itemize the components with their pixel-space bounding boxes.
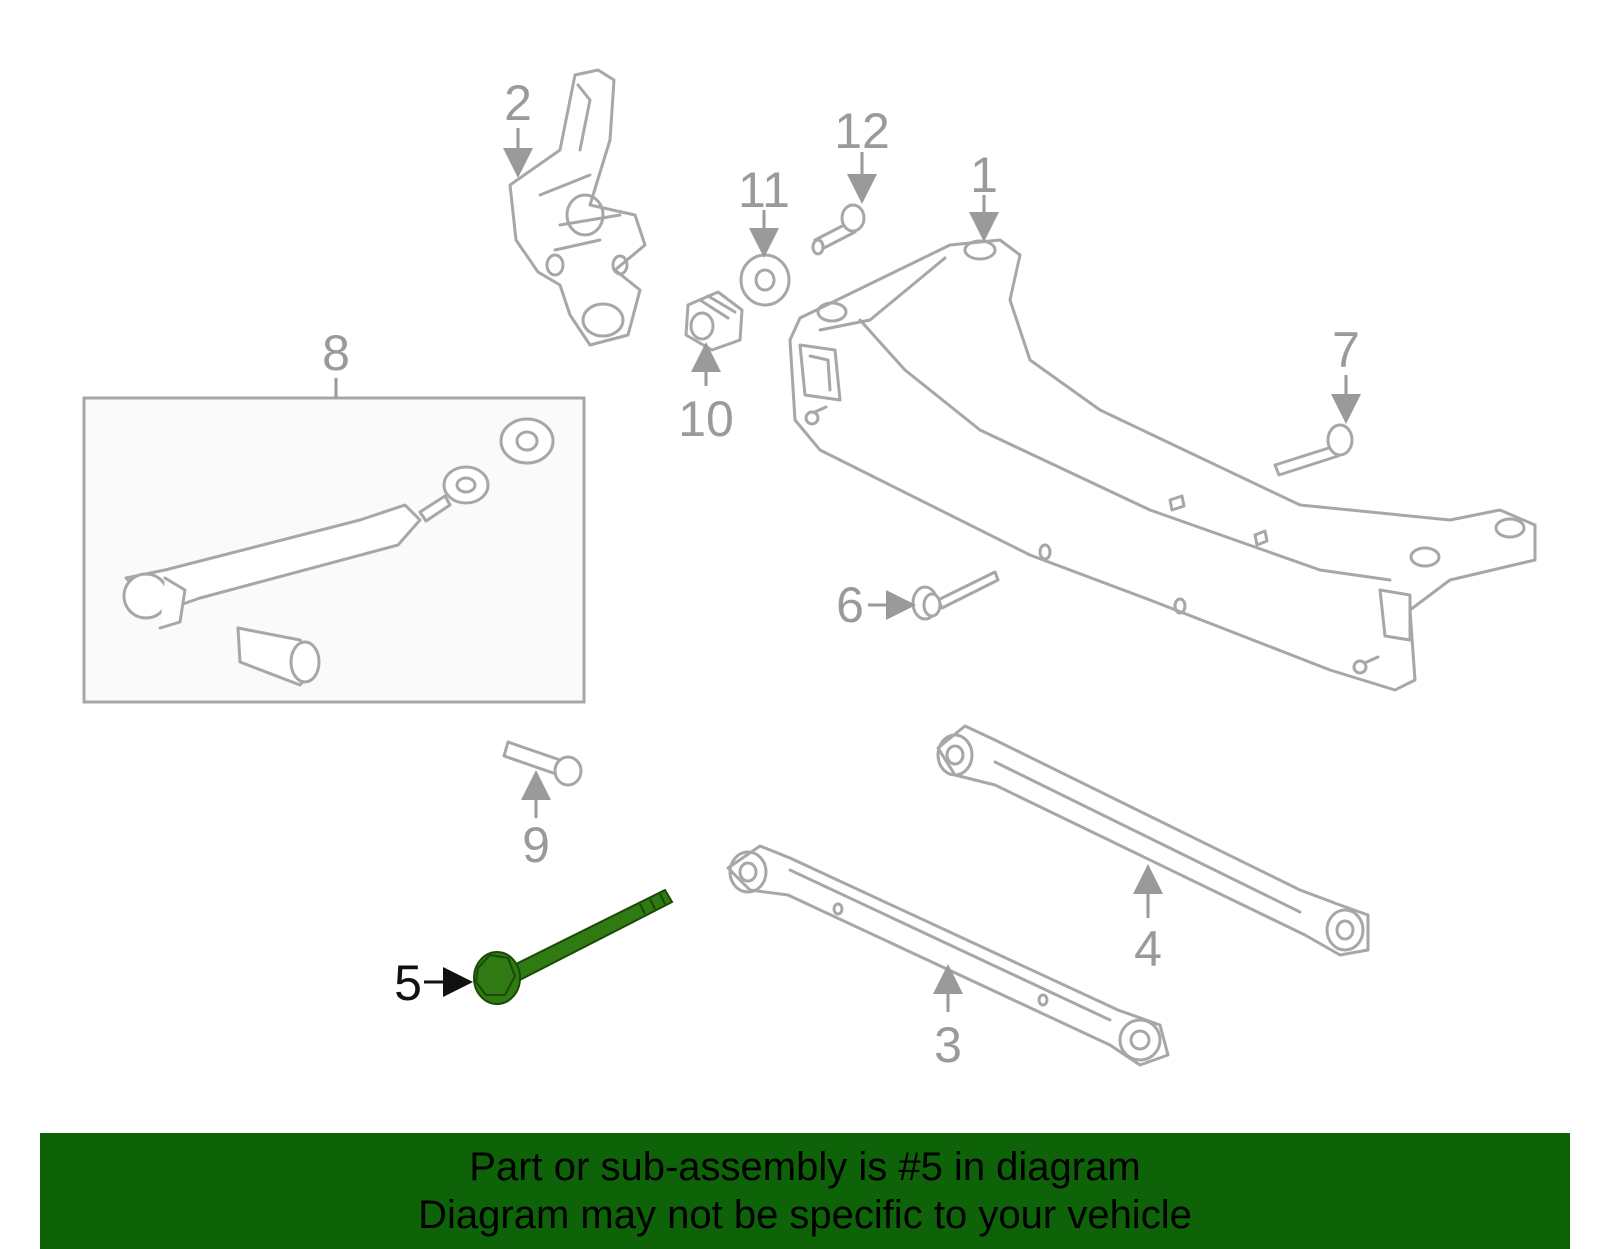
- callout-7: 7: [1332, 322, 1360, 378]
- banner-line-2: Diagram may not be specific to your vehi…: [418, 1193, 1192, 1237]
- bolt-part-7[interactable]: [1273, 423, 1354, 477]
- knuckle-part[interactable]: [508, 68, 647, 347]
- banner-line-1: Part or sub-assembly is #5 in diagram: [469, 1145, 1141, 1189]
- bushing-part-11[interactable]: [739, 253, 791, 307]
- bolt-part-12[interactable]: [811, 203, 866, 256]
- callout-8: 8: [322, 325, 350, 381]
- callout-10: 10: [678, 391, 734, 447]
- trailing-arm-part[interactable]: [936, 724, 1370, 957]
- bolt-part-9[interactable]: [502, 740, 583, 787]
- info-banner: Part or sub-assembly is #5 in diagram Di…: [40, 1133, 1570, 1249]
- link-kit-part-8[interactable]: [82, 396, 586, 704]
- callout-4: 4: [1134, 921, 1162, 977]
- lower-arm-part[interactable]: [726, 844, 1170, 1067]
- callout-11: 11: [738, 162, 790, 218]
- parts-diagram: 1 2 3 4 5 6 7 8 9 10 11 12: [82, 68, 1537, 1073]
- bolt-part-6[interactable]: [911, 570, 1000, 621]
- callout-5: 5: [394, 955, 422, 1011]
- callout-6: 6: [836, 577, 864, 633]
- callout-leaders: [334, 128, 1361, 1012]
- callout-3: 3: [934, 1017, 962, 1073]
- callout-1: 1: [970, 147, 998, 203]
- crossmember-part[interactable]: [788, 238, 1537, 692]
- bushing-part-10[interactable]: [684, 290, 744, 352]
- bolt-part-5[interactable]: [473, 888, 674, 1005]
- callout-2: 2: [504, 75, 532, 131]
- callout-12: 12: [834, 103, 890, 159]
- callout-9: 9: [522, 817, 550, 873]
